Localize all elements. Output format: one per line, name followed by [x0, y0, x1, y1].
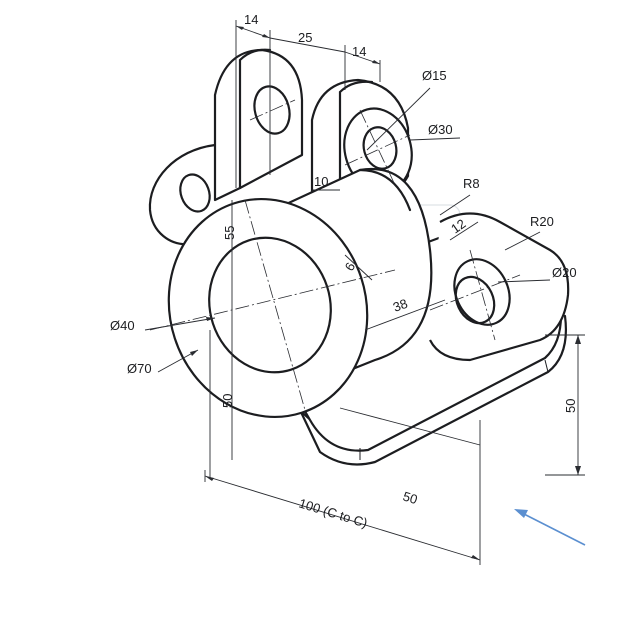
main-cylinder [167, 167, 433, 419]
dim-dia15: Ø15 [422, 68, 447, 83]
dim-dia20: Ø20 [552, 265, 577, 280]
dim-55: 55 [222, 226, 237, 240]
left-lug [213, 48, 304, 202]
dim-10: 10 [314, 174, 328, 189]
dimension-arrowheads [190, 26, 581, 560]
dim-100-c-to-c: 100 (C to C) [297, 496, 369, 531]
dimension-lines [144, 20, 585, 565]
dim-dia30: Ø30 [428, 122, 453, 137]
left-rear-ear [148, 143, 216, 246]
dim-25: 25 [298, 30, 312, 45]
dim-38: 38 [391, 296, 410, 315]
dim-dia40: Ø40 [110, 318, 135, 333]
dim-14-left: 14 [244, 12, 258, 27]
dim-dia70: Ø70 [127, 361, 152, 376]
dim-12: 12 [448, 216, 468, 237]
dim-50-bottom: 50 [401, 489, 419, 508]
dim-50-right: 50 [563, 399, 578, 413]
right-ear [429, 212, 570, 362]
dim-14-right: 14 [352, 44, 366, 59]
center-lines [149, 99, 521, 411]
dim-r8: R8 [463, 176, 480, 191]
dim-r20: R20 [530, 214, 554, 229]
dim-50-left: 50 [220, 394, 235, 408]
view-direction-arrow [514, 509, 586, 546]
